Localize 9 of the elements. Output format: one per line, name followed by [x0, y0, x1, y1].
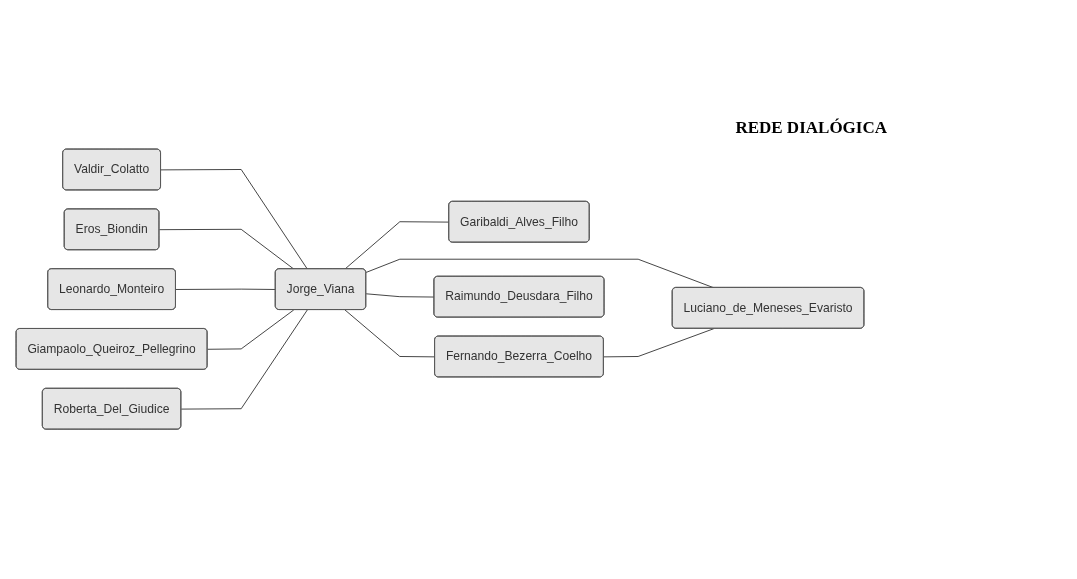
connector: [175, 289, 277, 291]
connector: [160, 169, 308, 270]
connector: [207, 309, 295, 351]
connector: [344, 309, 436, 358]
connector: [344, 221, 450, 270]
connector: [180, 309, 308, 410]
diagram-title: REDE DIALÓGICA: [735, 118, 887, 138]
connector: [158, 229, 295, 270]
connector: [365, 293, 435, 298]
